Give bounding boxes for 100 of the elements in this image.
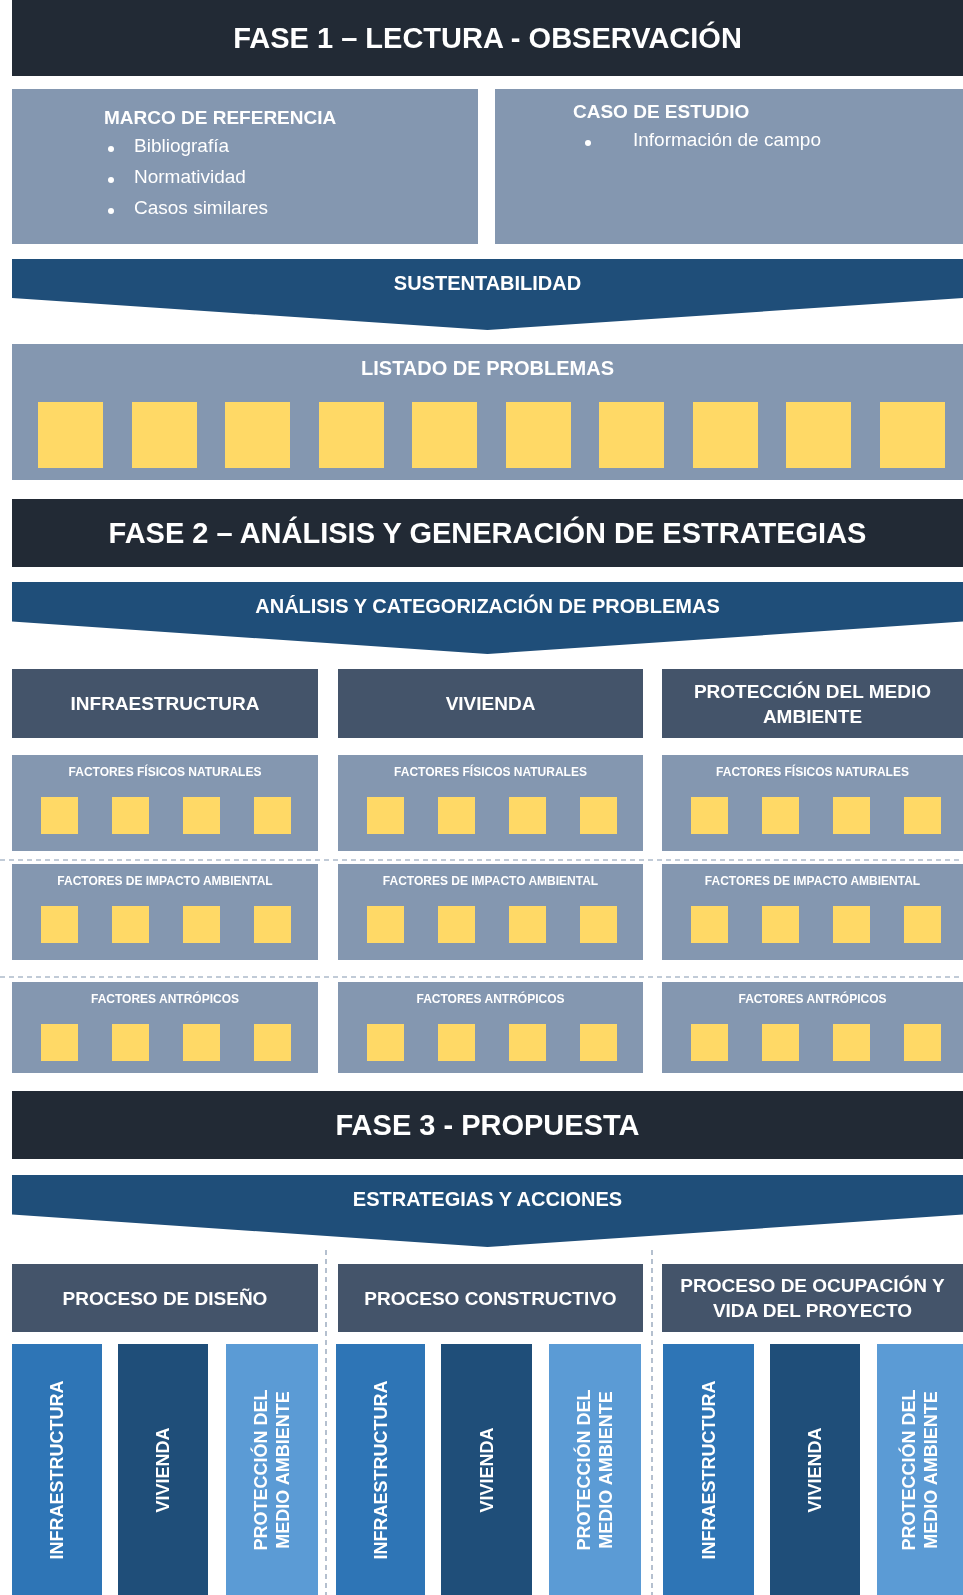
problem-square	[786, 402, 851, 468]
banner-title: SUSTENTABILIDAD	[393, 272, 582, 295]
problem-square	[438, 797, 475, 834]
problem-square	[367, 1024, 404, 1061]
problem-square	[762, 906, 799, 943]
strategy-title: VIVIENDA	[475, 1426, 498, 1515]
chevron-banner	[12, 1175, 963, 1247]
factor-panel	[338, 755, 643, 851]
phase-banner	[12, 499, 963, 567]
problem-square	[833, 1024, 870, 1061]
problem-square	[112, 797, 149, 834]
bullet-item: Normatividad	[134, 166, 246, 188]
category-title: PROCESO CONSTRUCTIVO	[364, 1286, 617, 1311]
strategy-title: INFRAESTRUCTURA	[697, 1379, 720, 1561]
strategy-bar	[12, 1344, 102, 1595]
panel-heading: CASO DE ESTUDIO	[573, 101, 750, 123]
problem-square	[904, 1024, 941, 1061]
phase-banner	[12, 0, 963, 76]
phase-title: FASE 1 – LECTURA - OBSERVACIÓN	[233, 21, 742, 55]
problem-square	[580, 906, 617, 943]
problem-square	[318, 402, 384, 468]
panel-heading: MARCO DE REFERENCIA	[104, 107, 337, 129]
chevron-banner	[12, 259, 963, 330]
problem-square	[904, 797, 941, 834]
problem-square	[183, 797, 220, 834]
factor-panel	[12, 864, 318, 960]
banner-title: ESTRATEGIAS Y ACCIONES	[352, 1188, 623, 1211]
panel-heading: LISTADO DE PROBLEMAS	[361, 357, 614, 380]
problem-square	[580, 797, 617, 834]
problem-square	[41, 797, 78, 834]
phase-title: FASE 3 - PROPUESTA	[335, 1108, 640, 1142]
strategy-bar	[118, 1344, 208, 1595]
category-header	[338, 1264, 643, 1332]
strategy-title: VIVIENDA	[804, 1426, 826, 1515]
strategy-bar	[336, 1344, 425, 1595]
factor-title: FACTORES DE IMPACTO AMBIENTAL	[704, 874, 921, 888]
category-header	[662, 669, 963, 738]
strategy-title: VIVIENDA	[152, 1426, 174, 1515]
bullet-item: Bibliografía	[134, 135, 230, 157]
problem-square	[599, 402, 664, 468]
problem-square	[254, 906, 291, 943]
factor-title: FACTORES FÍSICOS NATURALES	[68, 765, 262, 779]
strategy-bar	[549, 1344, 641, 1595]
phase-banner	[12, 1091, 963, 1159]
problem-square	[691, 797, 728, 834]
problem-square	[762, 797, 799, 834]
problem-square	[438, 906, 475, 943]
problem-square	[41, 906, 78, 943]
factor-title: FACTORES DE IMPACTO AMBIENTAL	[382, 874, 599, 888]
strategy-title: PROTECCIÓN DEL MEDIO AMBIENTE	[573, 1388, 617, 1552]
info-panel	[12, 89, 478, 244]
problem-square	[509, 1024, 546, 1061]
factor-panel	[662, 755, 963, 851]
category-header	[12, 1264, 318, 1332]
factor-title: FACTORES DE IMPACTO AMBIENTAL	[57, 874, 273, 888]
problem-square	[438, 1024, 475, 1061]
bullet-item: Información de campo	[633, 129, 821, 151]
strategy-bar	[663, 1344, 754, 1595]
problem-square	[692, 402, 758, 468]
info-panel	[495, 89, 963, 244]
problem-square	[38, 402, 103, 468]
category-title: PROTECCIÓN DEL MEDIO AMBIENTE	[692, 679, 933, 729]
factor-panel	[12, 982, 318, 1073]
problem-square	[904, 906, 941, 943]
strategy-bar	[441, 1344, 532, 1595]
strategy-title: INFRAESTRUCTURA	[369, 1379, 392, 1561]
strategy-title: PROTECCIÓN DEL MEDIO AMBIENTE	[898, 1388, 942, 1552]
factor-title: FACTORES FÍSICOS NATURALES	[716, 765, 909, 779]
category-title: PROCESO DE OCUPACIÓN Y VIDA DEL PROYECTO	[679, 1274, 946, 1323]
problem-square	[183, 1024, 220, 1061]
phase-title: FASE 2 – ANÁLISIS Y GENERACIÓN DE ESTRATEGIAS	[108, 516, 867, 550]
problem-square	[112, 906, 149, 943]
problem-square	[879, 402, 945, 468]
factor-panel	[662, 982, 963, 1073]
problem-square	[112, 1024, 149, 1061]
category-header	[662, 1264, 963, 1332]
banner-title: ANÁLISIS Y CATEGORIZACIÓN DE PROBLEMAS	[255, 595, 720, 618]
problem-square	[412, 402, 477, 468]
problem-square	[367, 906, 404, 943]
problem-square	[509, 797, 546, 834]
factor-panel	[12, 755, 318, 851]
problem-square	[833, 906, 870, 943]
factor-panel	[662, 864, 963, 960]
problem-square	[225, 402, 290, 468]
factor-title: FACTORES ANTRÓPICOS	[416, 992, 565, 1006]
strategy-title: PROTECCIÓN DEL MEDIO AMBIENTE	[250, 1388, 294, 1552]
strategy-bar	[877, 1344, 963, 1595]
problem-square	[505, 402, 571, 468]
factor-title: FACTORES ANTRÓPICOS	[91, 992, 239, 1006]
factor-title: FACTORES ANTRÓPICOS	[738, 992, 887, 1006]
problem-square	[833, 797, 870, 834]
category-header	[338, 669, 643, 738]
problem-square	[762, 1024, 799, 1061]
strategy-title: INFRAESTRUCTURA	[46, 1379, 68, 1561]
problem-square	[183, 906, 220, 943]
category-title: VIVIENDA	[445, 692, 536, 716]
problem-square	[41, 1024, 78, 1061]
problem-square	[691, 1024, 728, 1061]
factor-panel	[338, 864, 643, 960]
chevron-banner	[12, 582, 963, 654]
